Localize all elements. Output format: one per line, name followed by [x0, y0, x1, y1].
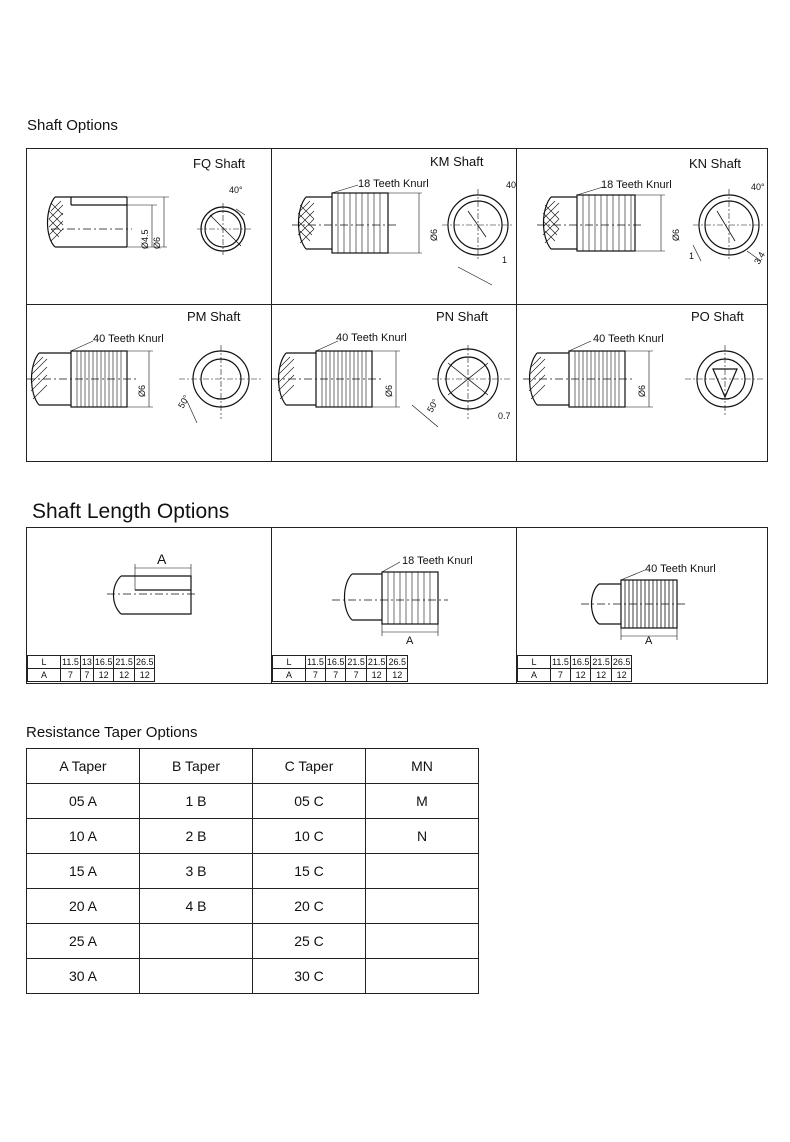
kn-angle: 40°	[751, 182, 765, 192]
shaft-options-grid: FQ Shaft Ø6 Ø4.5 40°	[26, 148, 768, 462]
po-shaft-drawing: Ø6	[523, 340, 765, 415]
fq-dim-inner: Ø4.5	[140, 229, 150, 249]
shaft-cell-fq: FQ Shaft Ø6 Ø4.5 40°	[27, 149, 272, 305]
pm-angle: 50°	[176, 393, 192, 410]
kn-shaft-drawing: Ø6 40° 1 3.4	[537, 182, 767, 266]
length-table-3: L 11.5 16.5 21.5 26.5 A 7 12 12 12	[517, 655, 633, 682]
length-drawing-2: 18 Teeth Knurl A	[332, 555, 473, 647]
pn-dim: Ø6	[384, 385, 394, 397]
table-row: 15 A 3 B 15 C	[26, 853, 479, 889]
shaft-cell-kn: KN Shaft 18 Teeth Knurl Ø6	[517, 149, 767, 305]
po-knurl-label: 40 Teeth Knurl	[593, 333, 664, 345]
pn-angle: 50°	[425, 397, 441, 414]
length-table-2: L 11.5 16.5 21.5 21.5 26.5 A 7 7 7 12 12	[272, 655, 408, 682]
table-row: 10 A 2 B 10 C N	[26, 818, 479, 854]
header-mn: MN	[365, 748, 479, 784]
kn-width: 1	[689, 251, 694, 261]
length-knurl-3: 40 Teeth Knurl	[645, 563, 716, 575]
km-dim: Ø6	[429, 229, 439, 241]
table-row: L 11.5 16.5 21.5 21.5 26.5	[272, 655, 408, 669]
shaft-length-heading: Shaft Length Options	[32, 500, 230, 523]
shaft-title-pm: PM Shaft	[187, 309, 241, 324]
shaft-title-kn: KN Shaft	[689, 156, 742, 171]
length-label-1: A	[157, 551, 167, 567]
table-row: L 11.5 16.5 21.5 26.5	[517, 655, 633, 669]
km-width: 1	[502, 255, 507, 265]
pm-shaft-drawing: Ø6 50°	[27, 340, 263, 424]
length-knurl-2: 18 Teeth Knurl	[402, 555, 473, 567]
pn-knurl-label: 40 Teeth Knurl	[336, 332, 407, 344]
km-shaft-drawing: Ø6 40° 1	[292, 180, 517, 286]
pm-dim: Ø6	[137, 385, 147, 397]
shaft-cell-po: PO Shaft 40 Teeth Knurl Ø6	[517, 305, 767, 461]
shaft-title-km: KM Shaft	[430, 154, 484, 169]
length-drawing-1: A	[107, 551, 197, 615]
table-row: A 7 12 12 12	[517, 668, 633, 682]
length-cell-1: A L 11.5 13 16.5 21.5 26.5 A 7 7 12 12 1…	[27, 528, 272, 683]
table-header-row: A Taper B Taper C Taper MN	[26, 748, 479, 784]
kn-dim: Ø6	[671, 229, 681, 241]
table-row: 30 A 30 C	[26, 958, 479, 994]
pn-width-b: 0.7	[498, 411, 511, 421]
length-label-2: A	[406, 635, 414, 647]
shaft-title-pn: PN Shaft	[436, 309, 489, 324]
shaft-title-po: PO Shaft	[691, 309, 744, 324]
table-row: A 7 7 7 12 12	[272, 668, 408, 682]
shaft-cell-pm: PM Shaft 40 Teeth Knurl Ø6 50°	[27, 305, 272, 461]
table-row: 20 A 4 B 20 C	[26, 888, 479, 924]
length-cell-3: 40 Teeth Knurl A L 11.5 16.5 21.5 26.5 A…	[517, 528, 767, 683]
table-row: L 11.5 13 16.5 21.5 26.5	[27, 655, 156, 669]
km-angle: 40°	[506, 180, 517, 190]
table-row: 25 A 25 C	[26, 923, 479, 959]
km-knurl-label: 18 Teeth Knurl	[358, 178, 429, 190]
fq-shaft-drawing: Ø6 Ø4.5 40°	[46, 185, 251, 255]
shaft-title-fq: FQ Shaft	[193, 156, 246, 171]
header-c-taper: C Taper	[252, 748, 366, 784]
shaft-cell-pn: PN Shaft 40 Teeth Knurl Ø6	[272, 305, 517, 461]
shaft-cell-km: KM Shaft 18 Teeth Knurl Ø6	[272, 149, 517, 305]
kn-depth: 3.4	[752, 250, 767, 266]
fq-angle: 40°	[229, 185, 243, 195]
length-label-3: A	[645, 635, 653, 647]
po-dim: Ø6	[637, 385, 647, 397]
length-drawing-3: 40 Teeth Knurl A	[581, 563, 716, 647]
table-row: A 7 7 12 12 12	[27, 668, 156, 682]
kn-knurl-label: 18 Teeth Knurl	[601, 179, 672, 191]
header-a-taper: A Taper	[26, 748, 140, 784]
header-b-taper: B Taper	[139, 748, 253, 784]
length-cell-2: 18 Teeth Knurl A L 11.5 16.5 21.5 21.5 2…	[272, 528, 517, 683]
shaft-options-heading: Shaft Options	[27, 117, 118, 134]
fq-dim-outer: Ø6	[152, 237, 162, 249]
shaft-length-grid: A L 11.5 13 16.5 21.5 26.5 A 7 7 12 12 1…	[26, 527, 768, 684]
pm-knurl-label: 40 Teeth Knurl	[93, 333, 164, 345]
table-row: 05 A 1 B 05 C M	[26, 783, 479, 819]
resistance-taper-heading: Resistance Taper Options	[26, 724, 198, 741]
pn-shaft-drawing: Ø6 50° 1 0.7	[272, 340, 512, 428]
resistance-taper-table: A Taper B Taper C Taper MN 05 A 1 B 05 C…	[26, 748, 479, 994]
length-table-1: L 11.5 13 16.5 21.5 26.5 A 7 7 12 12 12	[27, 655, 156, 682]
